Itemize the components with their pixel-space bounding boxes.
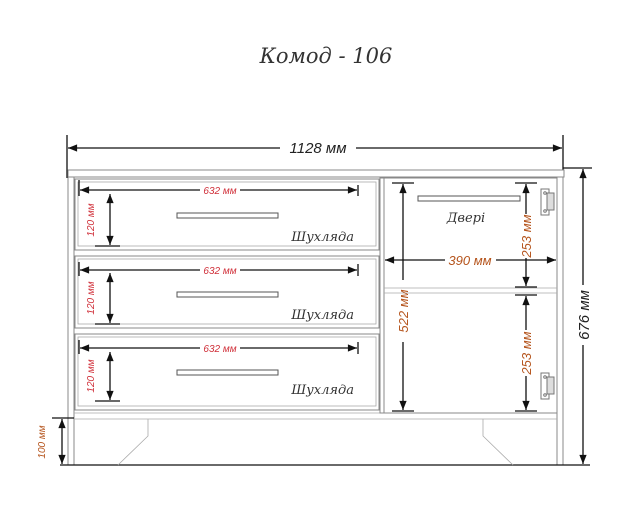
drawer-width-label: 632 мм	[203, 266, 236, 277]
hinge-icon	[540, 372, 555, 400]
door-handle[interactable]	[417, 195, 521, 202]
drawer-height-label: 120 мм	[86, 203, 97, 236]
drawer-height-label: 120 мм	[86, 359, 97, 392]
door-height-label: 522 мм	[396, 289, 411, 332]
door: Двері 522 мм 390 мм 253 мм 253 мм	[383, 177, 558, 414]
door-label: Двері	[446, 211, 485, 226]
drawer-height-label: 120 мм	[86, 281, 97, 314]
drawer-width-label: 632 мм	[203, 186, 236, 197]
total-width-label: 1128 мм	[290, 140, 347, 157]
drawer-label: Шухляда	[290, 230, 354, 245]
width-dimension: 1128 мм	[66, 135, 564, 178]
drawer-2: 632 мм 120 мм Шухляда	[74, 255, 380, 329]
plinth-height-label: 100 мм	[37, 425, 48, 458]
drawer-handle[interactable]	[176, 291, 279, 298]
door-width-label: 390 мм	[448, 253, 491, 268]
drawer-handle[interactable]	[176, 212, 279, 219]
height-dimension: 676 мм	[563, 167, 593, 465]
door-upper-section-label: 253 мм	[519, 214, 534, 258]
drawer-3: 632 мм 120 мм Шухляда	[74, 333, 380, 411]
hinge-icon	[540, 188, 555, 216]
drawer-handle[interactable]	[176, 369, 279, 376]
drawer-label: Шухляда	[290, 308, 354, 323]
total-height-label: 676 мм	[576, 290, 593, 340]
cabinet-body	[60, 169, 590, 466]
drawer-label: Шухляда	[290, 383, 354, 398]
drawing-title: Комод - 106	[259, 44, 393, 68]
drawer-1: 632 мм 120 мм Шухляда	[74, 178, 380, 251]
door-lower-section-label: 253 мм	[519, 331, 534, 375]
drawer-width-label: 632 мм	[203, 344, 236, 355]
plinth-dimension: 100 мм	[37, 417, 74, 465]
